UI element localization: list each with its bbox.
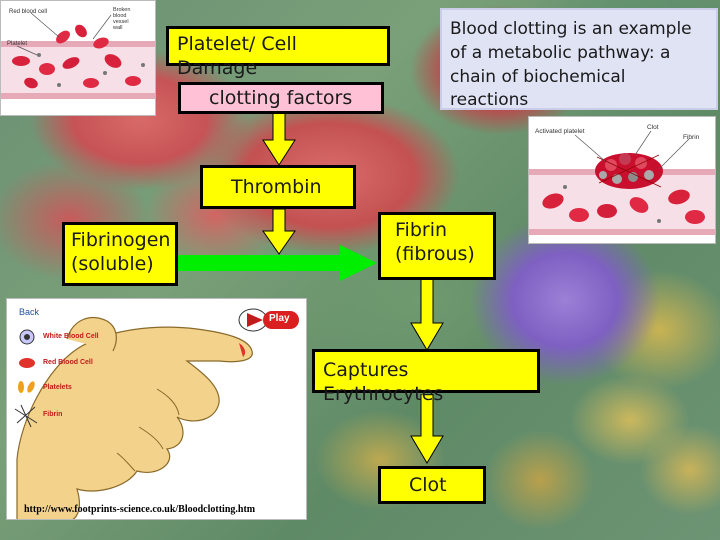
step-clotting-factors: clotting factors bbox=[178, 82, 384, 114]
clot-label-fibrin: Fibrin bbox=[683, 134, 700, 141]
arrow-factors-to-thrombin bbox=[262, 110, 296, 166]
play-button[interactable]: Play bbox=[269, 313, 290, 324]
step-clotting-factors-label: clotting factors bbox=[209, 87, 353, 109]
step-captures-erythrocytes: Captures Erythrocytes bbox=[312, 349, 540, 405]
legend-fibrin: Fibrin bbox=[43, 411, 63, 418]
legend-platelets: Platelets bbox=[43, 384, 72, 391]
clot-diagram: Activated platelet Clot Fibrin bbox=[528, 116, 716, 244]
step-fibrinogen: Fibrinogen (soluble) bbox=[62, 222, 178, 286]
step-fibrin-line2: (fibrous) bbox=[395, 242, 475, 265]
source-url[interactable]: http://www.footprints-science.co.uk/Bloo… bbox=[24, 504, 256, 515]
step-fibrin-line1: Fibrin bbox=[395, 219, 448, 241]
step-platelet-damage-label: Platelet/ Cell Damage bbox=[177, 33, 297, 79]
step-captures-erythrocytes-label: Captures Erythrocytes bbox=[323, 359, 444, 405]
vessel-label-rbc: Red blood cell bbox=[9, 9, 47, 15]
step-platelet-damage: Platelet/ Cell Damage bbox=[166, 26, 390, 79]
clot-label-activated-platelet: Activated platelet bbox=[535, 128, 585, 135]
step-clot-label: Clot bbox=[409, 474, 447, 496]
hand-illustration bbox=[7, 299, 306, 519]
arrow-captures-to-clot bbox=[410, 394, 444, 464]
step-fibrinogen-line1: Fibrinogen bbox=[71, 229, 171, 251]
info-box: Blood clotting is an example of a metabo… bbox=[440, 8, 718, 110]
clot-label-clot: Clot bbox=[647, 124, 659, 131]
vessel-label-platelet: Platelet bbox=[7, 41, 27, 47]
legend-red-blood-cell: Red Blood Cell bbox=[43, 359, 93, 366]
clot-illustration: Activated platelet Clot Fibrin bbox=[529, 117, 715, 243]
back-link[interactable]: Back bbox=[19, 307, 40, 317]
arrow-thrombin-to-conversion bbox=[262, 209, 296, 255]
arrow-fibrinogen-to-fibrin bbox=[178, 245, 377, 281]
step-fibrin: Fibrin (fibrous) bbox=[378, 212, 496, 280]
step-thrombin-label: Thrombin bbox=[231, 176, 322, 198]
legend-white-blood-cell: White Blood Cell bbox=[43, 333, 99, 340]
step-thrombin: Thrombin bbox=[200, 165, 356, 209]
step-clot: Clot bbox=[378, 466, 486, 504]
info-text: Blood clotting is an example of a metabo… bbox=[450, 19, 692, 111]
step-fibrinogen-line2: (soluble) bbox=[71, 252, 154, 275]
arrow-fibrin-to-captures bbox=[410, 279, 444, 351]
animation-panel: Back Play White Blood Cell Red Blood Cel… bbox=[6, 298, 307, 520]
